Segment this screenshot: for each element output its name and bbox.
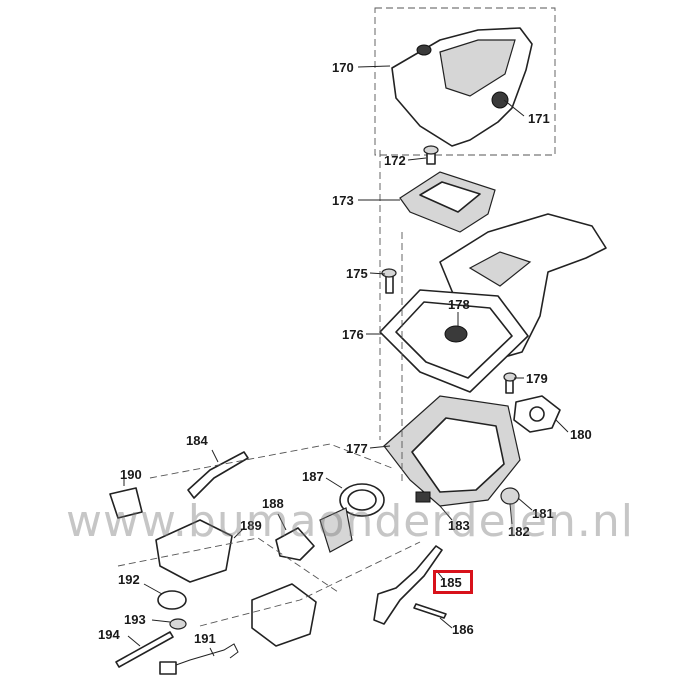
callout-172: 172 xyxy=(384,153,406,168)
part-170-cover-shade xyxy=(439,39,516,97)
part-192-elbow xyxy=(157,590,187,610)
leader-183 xyxy=(439,505,453,521)
part-183-spacer xyxy=(319,507,353,553)
leader-182 xyxy=(509,503,513,525)
part-186-pin xyxy=(413,603,447,619)
callout-175: 175 xyxy=(346,266,368,281)
part-172-screw-head xyxy=(423,145,439,155)
callout-178: 178 xyxy=(448,297,470,312)
callout-181: 181 xyxy=(532,506,554,521)
leader-194 xyxy=(127,635,141,647)
callout-176: 176 xyxy=(342,327,364,342)
callout-170: 170 xyxy=(332,60,354,75)
callout-191: 191 xyxy=(194,631,216,646)
cover-outline-frame xyxy=(374,7,556,156)
callout-186: 186 xyxy=(452,622,474,637)
part-177-box-cavity xyxy=(411,417,505,493)
part-180-gasket-hole xyxy=(529,406,545,422)
leader-175 xyxy=(369,272,386,275)
callout-193: 193 xyxy=(124,612,146,627)
part-181-plug xyxy=(500,487,520,505)
assembly-line-mid xyxy=(199,541,421,627)
part-179-screw-head xyxy=(503,372,517,382)
part-190-tube xyxy=(109,487,143,519)
callout-179: 179 xyxy=(526,371,548,386)
callout-188: 188 xyxy=(262,496,284,511)
leader-170 xyxy=(357,65,391,68)
leader-180 xyxy=(555,419,569,433)
leader-189 xyxy=(233,527,245,539)
assembly-line-carb xyxy=(149,443,393,479)
part-187-ring-inner xyxy=(347,489,377,511)
leader-188 xyxy=(277,513,287,531)
part-175-screw-head xyxy=(381,268,397,278)
part-188-gasket xyxy=(275,527,315,561)
leader-187 xyxy=(325,477,343,489)
callout-185: 185 xyxy=(440,575,462,590)
leader-191 xyxy=(209,647,215,657)
callout-171: 171 xyxy=(528,111,550,126)
callout-192: 192 xyxy=(118,572,140,587)
part-housing-opening xyxy=(468,251,532,287)
part-171-knob xyxy=(491,91,509,109)
part-194-bolt xyxy=(115,631,174,668)
part-carburetor-assembly xyxy=(251,583,317,647)
leader-177 xyxy=(369,445,391,449)
part-173-filter-mesh xyxy=(419,181,481,213)
leader-186 xyxy=(439,617,453,629)
callout-177: 177 xyxy=(346,441,368,456)
part-191-clip xyxy=(159,661,177,675)
highlighted-part-box xyxy=(433,570,473,594)
leader-192 xyxy=(143,583,163,595)
leader-184 xyxy=(211,449,219,463)
callout-187: 187 xyxy=(302,469,324,484)
assembly-line-lower xyxy=(117,537,339,593)
leader-172 xyxy=(407,157,427,161)
callout-190: 190 xyxy=(120,467,142,482)
callout-189: 189 xyxy=(240,518,262,533)
part-193-washer xyxy=(169,618,187,630)
part-185-lever xyxy=(373,545,443,625)
part-191-throttle-rod xyxy=(161,643,239,671)
callout-194: 194 xyxy=(98,627,120,642)
part-178-grommet xyxy=(444,325,468,343)
part-182-pad xyxy=(415,491,431,503)
part-170-knob-top xyxy=(416,44,432,56)
callout-184: 184 xyxy=(186,433,208,448)
part-184-lever xyxy=(187,451,249,499)
leader-193 xyxy=(151,619,171,623)
callout-180: 180 xyxy=(570,427,592,442)
callout-183: 183 xyxy=(448,518,470,533)
callout-182: 182 xyxy=(508,524,530,539)
leader-181 xyxy=(517,497,533,511)
callout-173: 173 xyxy=(332,193,354,208)
leader-171 xyxy=(503,99,525,117)
